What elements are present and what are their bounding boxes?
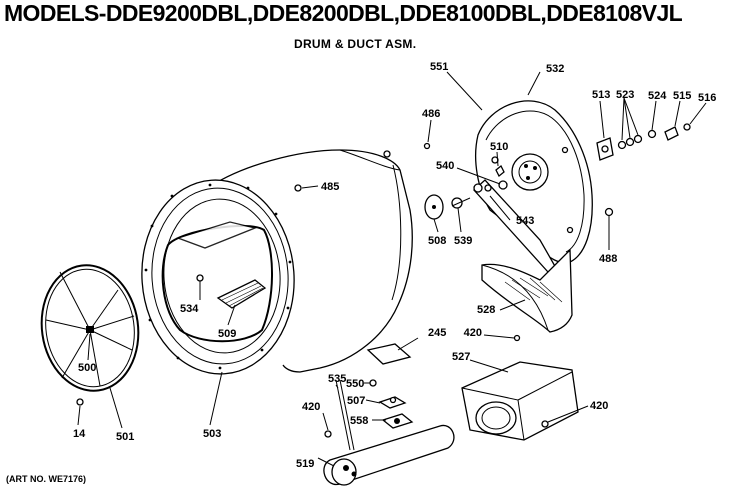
thermostat-rod-535: [335, 379, 351, 451]
part-label-14: 14: [73, 428, 86, 440]
part-label-550: 550: [346, 378, 364, 390]
part-label-551: 551: [430, 61, 448, 73]
seal-screw-14: [76, 398, 84, 406]
drum-fastener-485: [294, 184, 302, 192]
bulkhead-hub: [511, 153, 549, 191]
part-label-488: 488: [599, 253, 617, 265]
part-label-527: 527: [452, 351, 470, 363]
drum-front-ring: [141, 179, 295, 375]
part-label-420-duct: 420: [464, 327, 482, 339]
part-label-528: 528: [477, 304, 495, 316]
part-label-523: 523: [616, 89, 634, 101]
bulkhead-bolt-540: [498, 180, 508, 190]
heater-housing-519: [323, 379, 455, 486]
heater-end-cap: [331, 458, 357, 486]
idler-bracket-539: [451, 197, 463, 209]
front-seal-ring: [40, 264, 140, 406]
part-label-245: 245: [428, 327, 446, 339]
drum-fastener-top: [383, 150, 391, 158]
diagram-title: MODELS-DDE9200DBL,DDE8200DBL,DDE8100DBL,…: [4, 0, 683, 26]
part-label-509: 509: [218, 328, 236, 340]
part-label-515: 515: [673, 90, 691, 102]
drum-baffle-top: [175, 221, 258, 249]
part-label-535: 535: [328, 373, 346, 385]
rear-bearing-hardware: [423, 123, 691, 217]
screw-516: [683, 123, 691, 131]
screw-420c: [541, 420, 549, 428]
rear-bulkhead: [473, 100, 593, 273]
part-label-485: 485: [321, 181, 339, 193]
part-label-486: 486: [422, 108, 440, 120]
part-label-507: 507: [347, 395, 365, 407]
part-label-534: 534: [180, 303, 199, 315]
thermostat-parts: [369, 379, 414, 429]
part-label-513: 513: [592, 89, 610, 101]
part-label-510: 510: [490, 141, 508, 153]
screw-486: [423, 142, 431, 150]
seal-center-clip: [86, 326, 94, 333]
part-label-420-blower: 420: [590, 400, 608, 412]
part-label-532: 532: [546, 63, 564, 75]
part-label-558: 558: [350, 415, 368, 427]
washer-523c: [633, 134, 643, 144]
screw-488: [604, 207, 614, 217]
part-label-540: 540: [436, 160, 454, 172]
drum-fastener-534: [196, 274, 204, 282]
washer-523a: [617, 140, 627, 150]
part-label-500: 500: [78, 362, 96, 374]
drum-assembly: [141, 149, 413, 375]
part-label-508: 508: [428, 235, 446, 247]
screw-550: [369, 379, 377, 387]
part-label-503: 503: [203, 428, 221, 440]
bulkhead-strap: [473, 179, 557, 273]
part-label-501: 501: [116, 431, 134, 443]
screw-510: [495, 164, 505, 178]
blower-housing-527: [461, 361, 579, 441]
screw-420a: [513, 334, 521, 342]
idler-parts: [424, 194, 471, 220]
ring-524: [647, 129, 657, 139]
washer-523b: [625, 137, 635, 147]
drum-rear-edge: [391, 164, 402, 301]
diagram-subtitle: DRUM & DUCT ASM.: [294, 37, 417, 51]
part-label-420-heater: 420: [302, 401, 320, 413]
art-number: (ART NO. WE7176): [6, 474, 87, 484]
part-label-543: 543: [516, 215, 534, 227]
part-number-labels: 551 532 513 523 524 515 516 486 510 540 …: [73, 61, 716, 470]
part-label-524: 524: [648, 90, 667, 102]
clip-515: [664, 126, 679, 141]
leader-lines: [77, 71, 707, 467]
part-label-516: 516: [698, 92, 716, 104]
part-label-539: 539: [454, 235, 472, 247]
screw-420b: [324, 430, 332, 438]
exhaust-duct-528: [481, 248, 573, 333]
part-label-519: 519: [296, 458, 314, 470]
